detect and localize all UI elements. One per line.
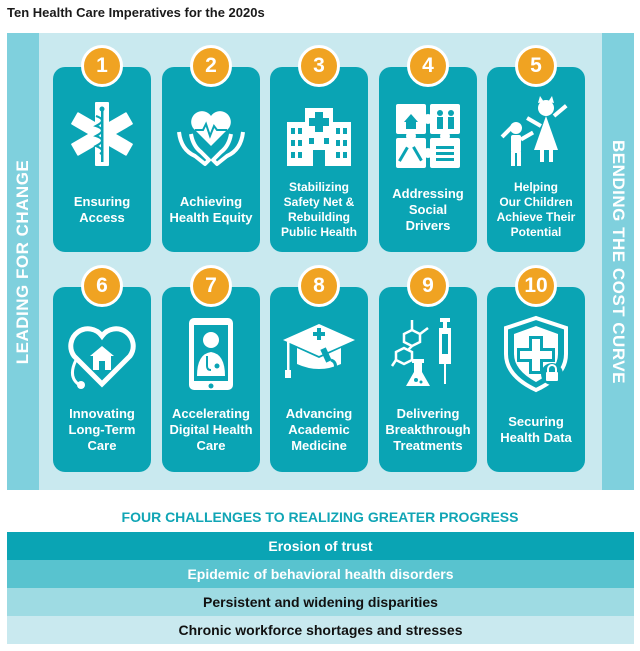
challenge-bar-2: Epidemic of behavioral health disorders <box>7 560 634 588</box>
imperative-number-badge: 8 <box>298 265 340 307</box>
stethoscope-house-heart-icon <box>62 314 142 394</box>
molecule-flask-syringe-icon <box>388 314 468 394</box>
children-icon <box>496 94 576 174</box>
challenge-bar-1: Erosion of trust <box>7 532 634 560</box>
challenge-bar-4: Chronic workforce shortages and stresses <box>7 616 634 644</box>
page-title: Ten Health Care Imperatives for the 2020… <box>7 5 265 20</box>
challenges-title: FOUR CHALLENGES TO REALIZING GREATER PRO… <box>121 509 519 525</box>
star-of-life-icon <box>62 94 142 174</box>
imperative-number-badge: 6 <box>81 265 123 307</box>
imperative-number-badge: 4 <box>407 45 449 87</box>
challenge-bar-3: Persistent and widening disparities <box>7 588 634 616</box>
hospital-building-icon <box>279 94 359 174</box>
imperative-number-badge: 2 <box>190 45 232 87</box>
imperative-number-badge: 7 <box>190 265 232 307</box>
imperative-number-badge: 1 <box>81 45 123 87</box>
shield-lock-icon <box>496 314 576 394</box>
graduation-cap-microscope-icon <box>279 314 359 394</box>
imperative-number-badge: 10 <box>515 265 557 307</box>
tablet-doctor-icon <box>171 314 251 394</box>
bending-cost-curve-label: BENDING THE COST CURVE <box>609 139 628 384</box>
imperative-number-badge: 9 <box>407 265 449 307</box>
imperative-number-badge: 5 <box>515 45 557 87</box>
heart-in-hands-icon <box>171 94 251 174</box>
puzzle-pieces-icon <box>388 94 468 174</box>
imperative-number-badge: 3 <box>298 45 340 87</box>
right-side-bar: BENDING THE COST CURVE <box>602 33 634 490</box>
leading-for-change-label: LEADING FOR CHANGE <box>13 159 32 364</box>
left-side-bar: LEADING FOR CHANGE <box>7 33 39 490</box>
